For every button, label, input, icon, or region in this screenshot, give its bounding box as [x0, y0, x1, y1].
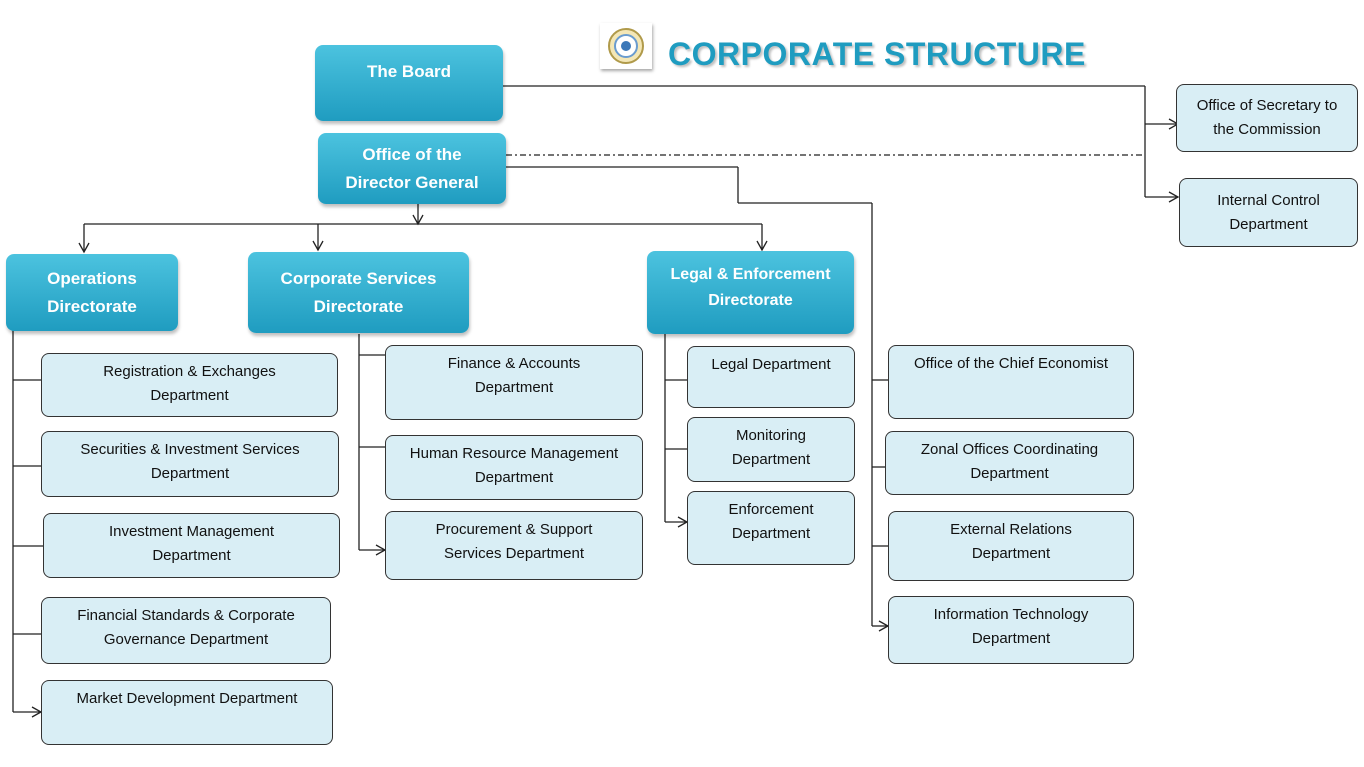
human-resource-dept: Human Resource Management Department	[385, 435, 643, 500]
operations-directorate: Operations Directorate	[6, 254, 178, 331]
page-title: CORPORATE STRUCTURE	[668, 36, 1086, 72]
investment-management-dept: Investment Management Department	[43, 513, 340, 578]
registration-exchanges-dept: Registration & Exchanges Department	[41, 353, 338, 417]
secretary-box: Office of Secretary to the Commission	[1176, 84, 1358, 152]
financial-standards-dept: Financial Standards & Corporate Governan…	[41, 597, 331, 664]
corporate-services-directorate: Corporate Services Directorate	[248, 252, 469, 333]
information-technology-dept: Information Technology Department	[888, 596, 1134, 664]
external-relations-dept: External Relations Department	[888, 511, 1134, 581]
monitoring-department: Monitoring Department	[687, 417, 855, 482]
internal-control-box: Internal Control Department	[1179, 178, 1358, 247]
director-general-box: Office of the Director General	[318, 133, 506, 204]
enforcement-department: Enforcement Department	[687, 491, 855, 565]
market-development-dept: Market Development Department	[41, 680, 333, 745]
securities-investment-dept: Securities & Investment Services Departm…	[41, 431, 339, 497]
zonal-offices-dept: Zonal Offices Coordinating Department	[885, 431, 1134, 495]
procurement-support-dept: Procurement & Support Services Departmen…	[385, 511, 643, 580]
chief-economist-office: Office of the Chief Economist	[888, 345, 1134, 419]
commission-logo	[600, 23, 652, 69]
finance-accounts-dept: Finance & Accounts Department	[385, 345, 643, 420]
board-box: The Board	[315, 45, 503, 121]
legal-department: Legal Department	[687, 346, 855, 408]
legal-enforcement-directorate: Legal & Enforcement Directorate	[647, 251, 854, 334]
